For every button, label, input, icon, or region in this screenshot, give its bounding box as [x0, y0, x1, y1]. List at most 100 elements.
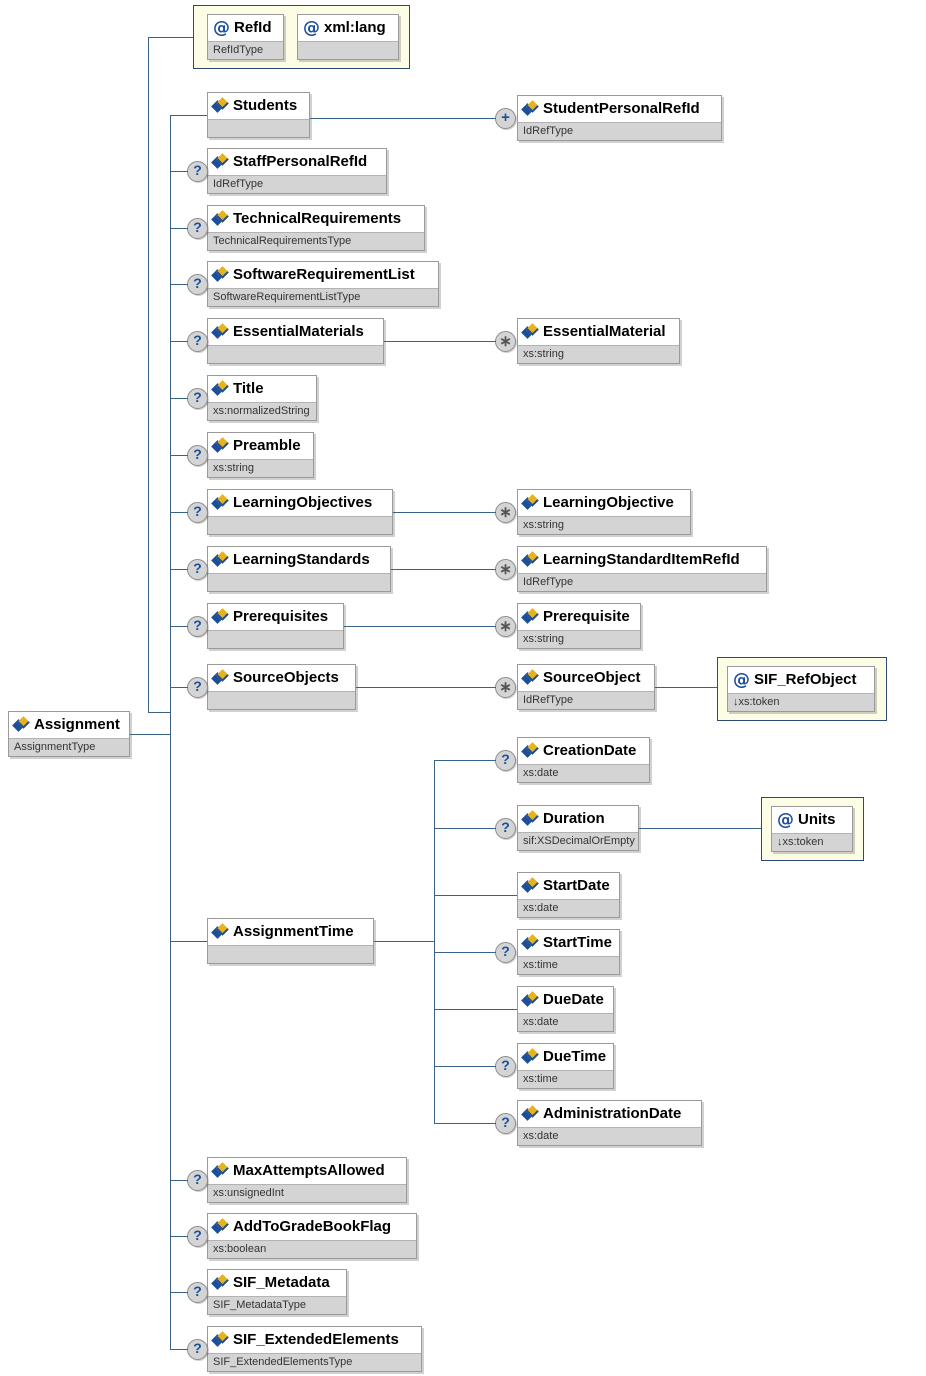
optional-marker[interactable]: ?: [187, 331, 208, 352]
element-node-learningobjectives[interactable]: LearningObjectives: [207, 489, 393, 535]
element-node-learningstandards[interactable]: LearningStandards: [207, 546, 391, 592]
node-label: Duration: [543, 810, 605, 827]
node-type-label: [208, 345, 383, 363]
node-type-label: xs:date: [518, 764, 649, 782]
node-type-label: IdRefType: [208, 175, 386, 193]
attribute-icon: @: [777, 809, 794, 830]
element-icon: [523, 671, 538, 686]
optional-marker[interactable]: ?: [187, 445, 208, 466]
optional-marker[interactable]: ?: [187, 677, 208, 698]
optional-marker[interactable]: ?: [187, 274, 208, 295]
attribute-node-units[interactable]: @Units↓xs:token: [771, 806, 853, 852]
optional-marker[interactable]: ?: [495, 750, 516, 771]
optional-marker[interactable]: ?: [187, 616, 208, 637]
optional-marker[interactable]: ?: [495, 1056, 516, 1077]
attribute-node-xml-lang[interactable]: @xml:lang: [297, 14, 399, 60]
repeat-zero-many-marker[interactable]: ∗: [495, 677, 516, 698]
attribute-icon: @: [213, 17, 230, 38]
connector-line: [434, 760, 496, 761]
element-icon: [213, 155, 228, 170]
node-title-row: @Units: [772, 807, 852, 833]
node-type-label: TechnicalRequirementsType: [208, 232, 424, 250]
optional-marker[interactable]: ?: [187, 1170, 208, 1191]
optional-marker[interactable]: ?: [495, 942, 516, 963]
element-icon: [213, 610, 228, 625]
node-type-label: xs:date: [518, 899, 619, 917]
element-node-sourceobjects[interactable]: SourceObjects: [207, 664, 356, 710]
optional-marker[interactable]: ?: [187, 388, 208, 409]
connector-line: [434, 760, 435, 1123]
optional-marker[interactable]: ?: [187, 161, 208, 182]
node-title-row: LearningStandards: [208, 547, 390, 573]
connector-line: [148, 37, 149, 712]
optional-marker[interactable]: ?: [495, 818, 516, 839]
optional-marker[interactable]: ?: [187, 1226, 208, 1247]
repeat-zero-many-marker[interactable]: ∗: [495, 559, 516, 580]
optional-marker[interactable]: ?: [187, 1339, 208, 1360]
repeat-zero-many-marker[interactable]: ∗: [495, 331, 516, 352]
node-label: SourceObject: [543, 669, 641, 686]
node-label: AdministrationDate: [543, 1105, 682, 1122]
node-title-row: TechnicalRequirements: [208, 206, 424, 232]
node-title-row: SoftwareRequirementList: [208, 262, 438, 288]
element-node-assignmenttime[interactable]: AssignmentTime: [207, 918, 374, 964]
node-title-row: Students: [208, 93, 309, 119]
element-node-students[interactable]: Students: [207, 92, 310, 138]
element-node-prerequisites[interactable]: Prerequisites: [207, 603, 344, 649]
repeat-zero-many-marker[interactable]: ∗: [495, 502, 516, 523]
element-node-essentialmaterials[interactable]: EssentialMaterials: [207, 318, 384, 364]
connector-line: [148, 37, 193, 38]
node-label: EssentialMaterials: [233, 323, 364, 340]
connector-line: [639, 828, 761, 829]
element-icon: [523, 610, 538, 625]
node-title-row: Duration: [518, 806, 638, 832]
element-icon: [213, 496, 228, 511]
repeat-zero-many-marker[interactable]: ∗: [495, 616, 516, 637]
connector-line: [170, 626, 188, 627]
element-icon: [213, 212, 228, 227]
optional-marker[interactable]: ?: [187, 502, 208, 523]
element-icon: [213, 925, 228, 940]
optional-marker[interactable]: ?: [495, 1113, 516, 1134]
node-title-row: LearningObjectives: [208, 490, 392, 516]
optional-marker[interactable]: ?: [187, 559, 208, 580]
node-label: SourceObjects: [233, 669, 339, 686]
optional-marker[interactable]: ?: [187, 218, 208, 239]
repeat-one-many-marker[interactable]: +: [495, 108, 516, 129]
node-label: DueTime: [543, 1048, 607, 1065]
element-icon: [523, 102, 538, 117]
node-title-row: LearningStandardItemRefId: [518, 547, 766, 573]
connector-line: [374, 941, 434, 942]
element-icon: [213, 268, 228, 283]
optional-marker[interactable]: ?: [187, 1282, 208, 1303]
node-label: Prerequisites: [233, 608, 329, 625]
node-label: AddToGradeBookFlag: [233, 1218, 392, 1235]
attribute-node-sif-refobject[interactable]: @SIF_RefObject↓xs:token: [727, 666, 875, 712]
node-type-label: [208, 573, 390, 591]
